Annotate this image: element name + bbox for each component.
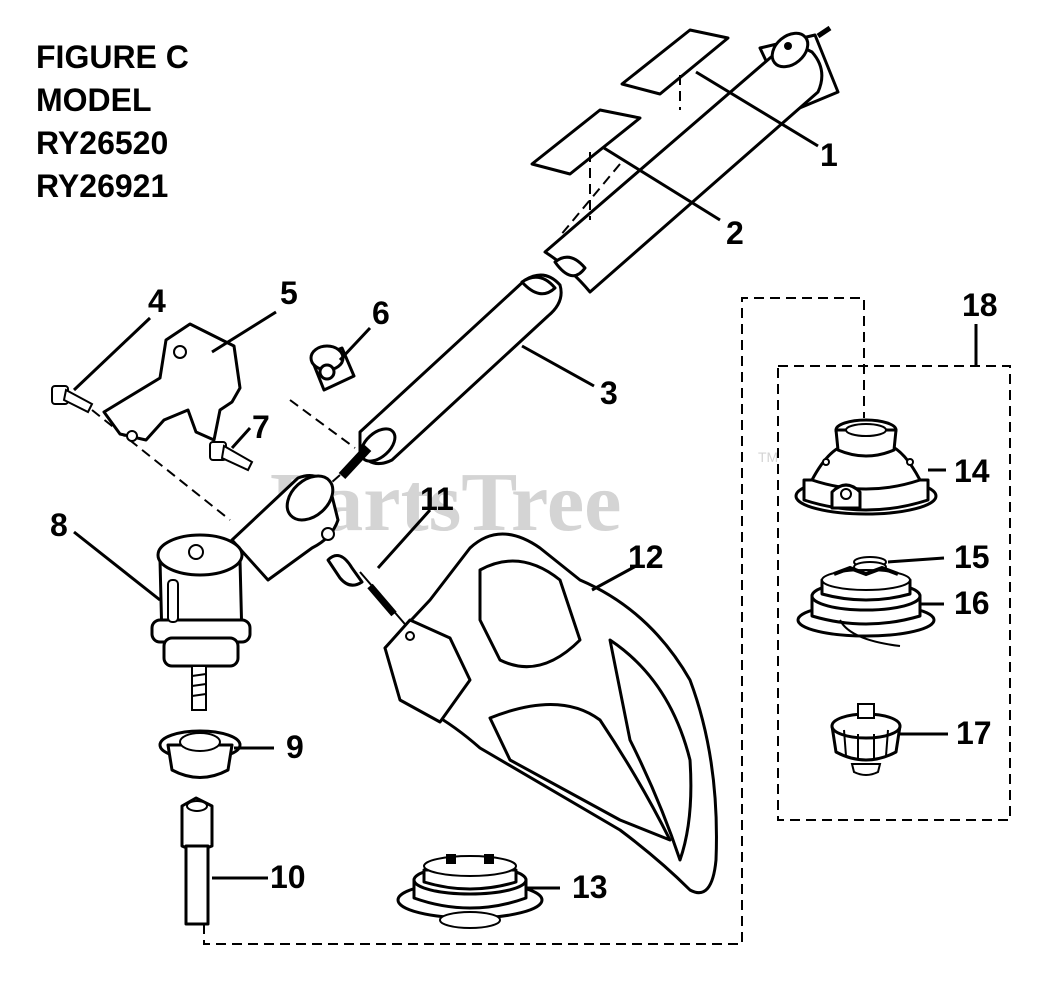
part-3-lower-shaft[interactable] — [299, 273, 563, 511]
callout-12: 12 — [628, 539, 664, 575]
part-17-bump-knob[interactable] — [830, 703, 902, 776]
figure-title-line-3: RY26520 — [36, 125, 169, 161]
assembly-dashed-lines — [203, 163, 1011, 945]
callout-2: 2 — [726, 215, 744, 251]
part-11-wing-bolt[interactable] — [326, 554, 411, 631]
part-1-upper-shaft[interactable] — [543, 25, 840, 294]
callout-10: 10 — [270, 859, 306, 895]
part-8-gear-head[interactable] — [150, 467, 341, 711]
part-5-clamp-bracket[interactable] — [102, 322, 242, 442]
callout-4: 4 — [148, 283, 166, 319]
callout-15: 15 — [954, 539, 990, 575]
part-14-spool-cover[interactable] — [794, 418, 938, 516]
callout-13: 13 — [572, 869, 608, 905]
part-16-spool[interactable] — [796, 565, 936, 647]
callout-5: 5 — [280, 275, 298, 311]
part-13-spool-hub[interactable] — [396, 854, 544, 929]
figure-title-line-2: MODEL — [36, 82, 152, 118]
part-9-nut[interactable] — [158, 729, 242, 779]
part-4-screw[interactable] — [51, 385, 231, 521]
callout-18: 18 — [962, 287, 998, 323]
label-strip-upper — [620, 28, 730, 110]
label-strip-lower — [530, 108, 642, 220]
leader-lines — [72, 70, 978, 890]
callout-7: 7 — [252, 409, 270, 445]
figure-title-line-4: RY26921 — [36, 168, 169, 204]
callout-14: 14 — [954, 453, 990, 489]
figure-title: FIGURE C MODEL RY26520 RY26921 — [36, 36, 189, 208]
callout-6: 6 — [372, 295, 390, 331]
part-7-screw[interactable] — [209, 441, 254, 472]
part-6-bushing[interactable] — [289, 344, 356, 449]
figure-title-line-1: FIGURE C — [36, 39, 189, 75]
callout-16: 16 — [954, 585, 990, 621]
part-10-bolt[interactable] — [180, 796, 214, 926]
callout-1: 1 — [820, 137, 838, 173]
callout-17: 17 — [956, 715, 992, 751]
watermark-trademark: TM — [758, 449, 778, 465]
callout-9: 9 — [286, 729, 304, 765]
part-12-guard[interactable] — [383, 532, 718, 895]
callout-8: 8 — [50, 507, 68, 543]
callout-labels: 1 2 3 4 5 6 7 8 9 10 11 12 13 14 15 16 1… — [50, 137, 998, 905]
callout-11: 11 — [420, 481, 454, 517]
callout-3: 3 — [600, 375, 618, 411]
